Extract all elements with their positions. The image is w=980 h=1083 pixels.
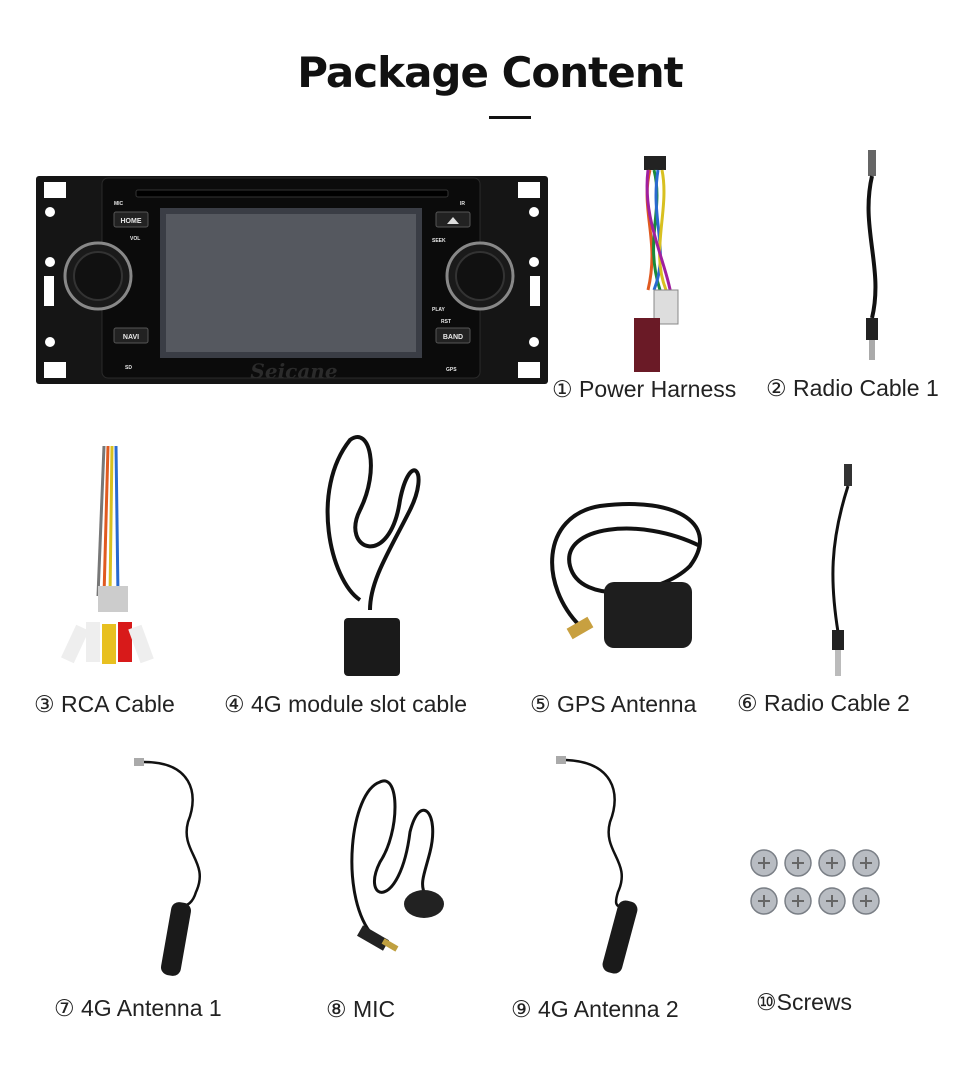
screws-image [750, 849, 880, 915]
radio-cable-2-image [831, 464, 852, 676]
radio-cable-1-image [866, 150, 878, 360]
head-unit-image: HOME NAVI BAND MIC IR VOL SEEK PLAY RST … [36, 176, 548, 384]
title-underline [489, 116, 531, 119]
ir-label: IR [460, 201, 465, 207]
label-4g-module-slot-cable: ④ 4G module slot cable [224, 691, 468, 717]
mic-image [350, 779, 444, 952]
navi-button-label: NAVI [123, 334, 139, 341]
band-button-label: BAND [443, 334, 463, 341]
label-gps-antenna: ⑤ GPS Antenna [530, 691, 697, 717]
play-label: PLAY [432, 307, 446, 313]
4g-antenna-1-image [134, 758, 202, 976]
mic-label: MIC [114, 201, 124, 207]
vol-label: VOL [130, 236, 140, 242]
rca-cable-image [61, 445, 154, 664]
label-radio-cable-1: ② Radio Cable 1 [766, 375, 939, 401]
label-4g-antenna-1: ⑦ 4G Antenna 1 [54, 995, 222, 1021]
rst-label: RST [441, 319, 451, 325]
label-4g-antenna-2: ⑨ 4G Antenna 2 [511, 996, 679, 1022]
4g-antenna-2-image [556, 756, 638, 974]
label-power-harness: ① Power Harness [552, 376, 737, 402]
label-radio-cable-2: ⑥ Radio Cable 2 [737, 690, 910, 716]
home-button-label: HOME [121, 218, 142, 225]
label-screws: ⑩Screws [756, 989, 853, 1015]
gps-label: GPS [446, 367, 457, 373]
4g-module-slot-cable-image [325, 435, 421, 676]
seek-label: SEEK [432, 238, 446, 244]
gps-antenna-image [550, 502, 702, 648]
label-mic: ⑧ MIC [326, 996, 396, 1022]
page-title: Package Content [297, 48, 683, 97]
label-rca-cable: ③ RCA Cable [34, 691, 175, 717]
brand-logo: Seicane [250, 359, 337, 383]
power-harness-image [634, 156, 679, 372]
sd-label: SD [125, 365, 132, 371]
